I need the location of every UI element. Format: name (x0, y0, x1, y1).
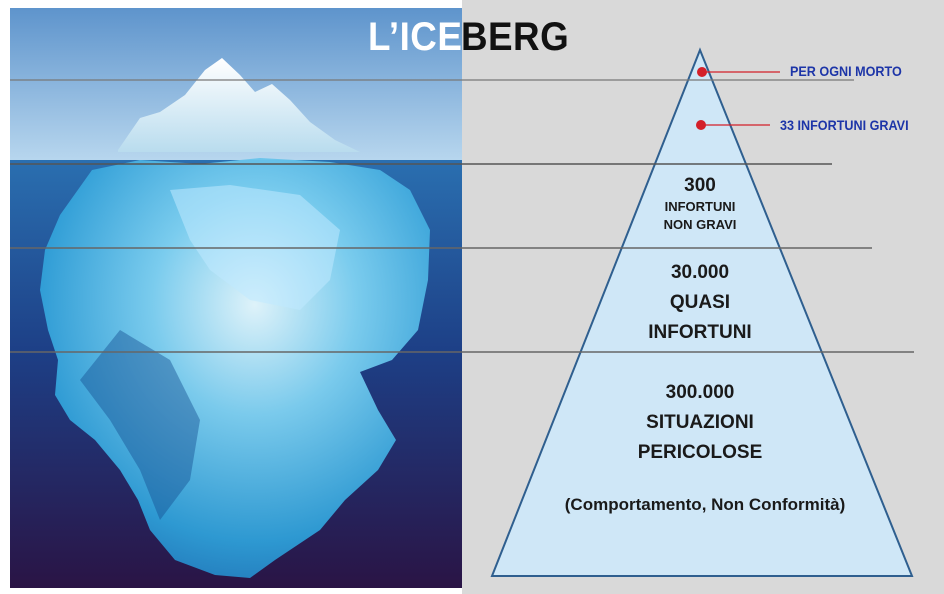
callout-label-second: 33 INFORTUNI GRAVI (780, 117, 909, 133)
callout-dot-second (696, 120, 706, 130)
title-part-dark: BERG (461, 15, 570, 59)
level-5-line1: SITUAZIONI (646, 412, 754, 433)
level-4-number: 30.000 (670, 262, 730, 283)
pyramid (490, 47, 914, 577)
iceberg-shadow (80, 330, 200, 520)
level-5-number: 300.000 (665, 382, 735, 403)
level-5-line2: PERICOLOSE (637, 442, 763, 463)
level-3-line2: NON GRAVI (663, 217, 737, 232)
level-5-note: (Comportamento, Non Conformità) (564, 495, 846, 514)
level-3-line1: INFORTUNI (664, 199, 736, 214)
callout-label-top: PER OGNI MORTO (790, 63, 902, 79)
title-part-light: L’ICE (368, 15, 463, 59)
iceberg-tip (118, 58, 360, 152)
level-3-text: 300 INFORTUNI NON GRAVI (620, 174, 780, 234)
level-5-text: 300.000 SITUAZIONI PERICOLOSE (580, 378, 820, 468)
level-4-line2: INFORTUNI (648, 322, 752, 343)
level-3-number: 300 (684, 175, 716, 196)
level-4-text: 30.000 QUASI INFORTUNI (600, 258, 800, 348)
callout-dot-top (697, 67, 707, 77)
level-4-line1: QUASI (669, 292, 731, 313)
